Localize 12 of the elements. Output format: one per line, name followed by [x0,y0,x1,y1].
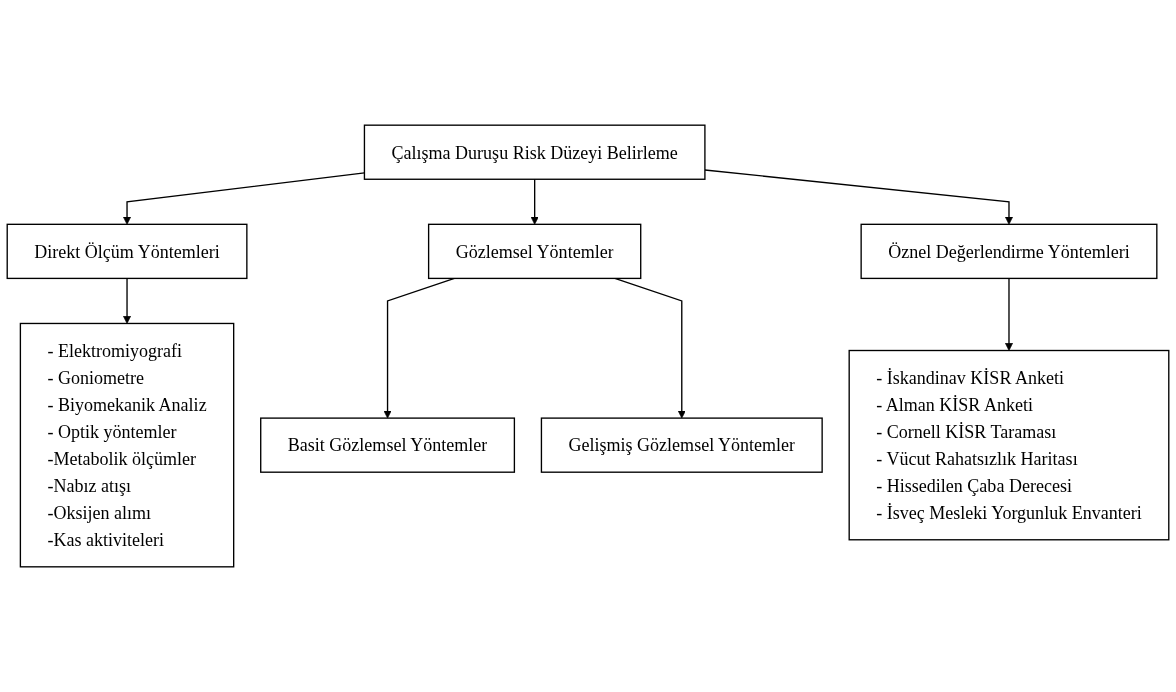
node-box: Öznel Değerlendirme Yöntemleri [860,223,1158,280]
arrow [123,277,131,324]
node-box: - Elektromiyografi - Goniometre - Biyomekanik Analiz - Optik yöntemler -Metabolik ölçümler -Nabız atışı -Oksijen alımı -Kas aktiviteleri [19,322,235,568]
node-box: Direkt Ölçüm Yöntemleri [6,223,248,280]
arrow [530,178,539,225]
arrow [704,169,1013,225]
node-box: Gözlemsel Yöntemler [427,223,642,280]
node-box: Basit Gözlemsel Yöntemler [260,417,516,473]
node-box: Gelişmiş Gözlemsel Yöntemler [540,417,823,473]
node-box: Çalışma Duruşu Risk Düzeyi Belirleme [363,124,706,180]
arrow [1005,277,1013,351]
node-box: - İskandinav KİSR Anketi - Alman KİSR Anketi - Cornell KİSR Taraması - Vücut Rahatsızlık Haritası - Hissedilen Çaba Derecesi - İsveç Mesleki Yorgunluk Envanteri [848,349,1170,541]
